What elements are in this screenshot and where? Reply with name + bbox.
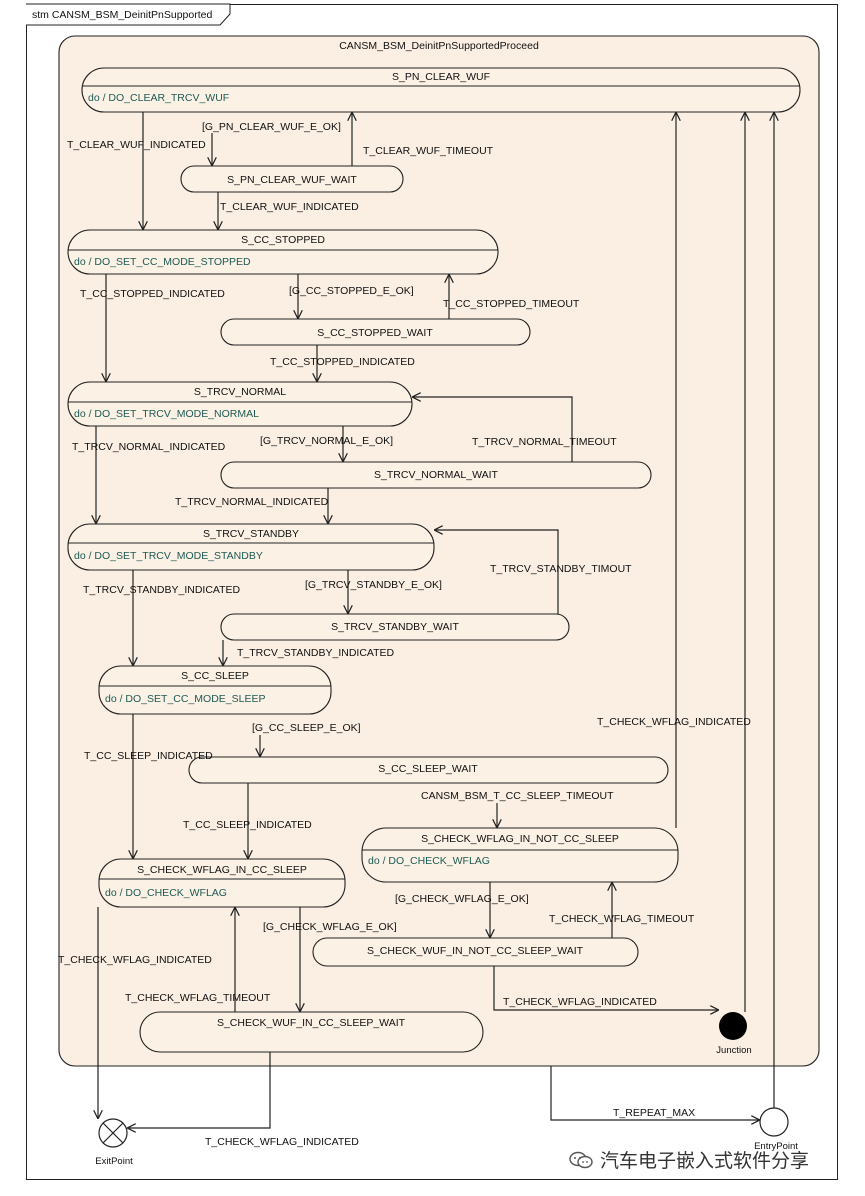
state-name: S_CHECK_WUF_IN_CC_SLEEP_WAIT: [217, 1017, 406, 1029]
state-name: S_CC_STOPPED: [241, 234, 325, 246]
diagram-frame: [26, 4, 838, 1180]
frame-tab: [26, 3, 231, 26]
transition-label: T_CHECK_WFLAG_TIMEOUT: [125, 992, 271, 1004]
state-trcv-standby: S_TRCV_STANDBY do / DO_SET_TRCV_MODE_STA…: [67, 523, 435, 571]
composite-state: [58, 35, 820, 1067]
state-name: S_TRCV_STANDBY_WAIT: [331, 621, 459, 633]
state-name: S_CHECK_WFLAG_IN_CC_SLEEP: [137, 864, 307, 876]
transition-label: T_CHECK_WFLAG_INDICATED: [503, 996, 657, 1008]
transition-label: T_CHECK_WFLAG_INDICATED: [205, 1136, 359, 1148]
state-name: S_CHECK_WFLAG_IN_NOT_CC_SLEEP: [421, 833, 619, 845]
wechat-icon: [569, 1151, 593, 1168]
transition-label: T_TRCV_NORMAL_INDICATED: [175, 496, 329, 508]
transition-label: T_CC_STOPPED_INDICATED: [80, 288, 225, 300]
state-activity: do / DO_SET_CC_MODE_SLEEP: [105, 693, 265, 705]
entry-point-label: EntryPoint: [754, 1141, 798, 1152]
state-cc-stopped: S_CC_STOPPED do / DO_SET_CC_MODE_STOPPED: [67, 229, 499, 275]
transition-label: CANSM_BSM_T_CC_SLEEP_TIMEOUT: [421, 790, 614, 802]
state-pn-clear-wuf: S_PN_CLEAR_WUF do / DO_CLEAR_TRCV_WUF: [81, 67, 801, 113]
state-trcv-standby-wait: S_TRCV_STANDBY_WAIT: [220, 613, 570, 641]
junction-label: Junction: [716, 1045, 751, 1056]
state-name: S_PN_CLEAR_WUF: [392, 71, 490, 83]
watermark: 汽车电子嵌入式软件分享: [568, 1146, 809, 1173]
transition-label: T_CHECK_WFLAG_INDICATED: [58, 954, 212, 966]
state-activity: do / DO_CHECK_WFLAG: [368, 855, 490, 867]
composite-state-name: CANSM_BSM_DeinitPnSupportedProceed: [339, 40, 539, 52]
transition-label: T_TRCV_STANDBY_TIMOUT: [490, 563, 632, 575]
state-check-wflag-in-not-cc-sleep: S_CHECK_WFLAG_IN_NOT_CC_SLEEP do / DO_CH…: [361, 827, 679, 883]
transition-label: T_CHECK_WFLAG_INDICATED: [597, 716, 751, 728]
transition-label: T_CLEAR_WUF_INDICATED: [220, 201, 359, 213]
state-name: S_TRCV_NORMAL_WAIT: [374, 469, 498, 481]
transition-label: T_TRCV_STANDBY_INDICATED: [237, 647, 395, 659]
state-check-wuf-in-not-cc-sleep-wait: S_CHECK_WUF_IN_NOT_CC_SLEEP_WAIT: [312, 937, 639, 967]
transition-label: T_CLEAR_WUF_TIMEOUT: [363, 145, 494, 157]
transition-labels: T_CLEAR_WUF_INDICATED [G_PN_CLEAR_WUF_E_…: [58, 121, 751, 1148]
transition-label: [G_TRCV_STANDBY_E_OK]: [305, 579, 442, 591]
state-cc-stopped-wait: S_CC_STOPPED_WAIT: [220, 318, 531, 346]
transition-label: [G_PN_CLEAR_WUF_E_OK]: [202, 121, 341, 133]
transition-label: T_TRCV_NORMAL_INDICATED: [72, 441, 226, 453]
transition-label: T_CC_SLEEP_INDICATED: [84, 750, 213, 762]
transition-label: T_CC_STOPPED_INDICATED: [270, 356, 415, 368]
state-name: S_CC_SLEEP_WAIT: [378, 763, 478, 775]
state-name: S_CC_STOPPED_WAIT: [317, 327, 433, 339]
state-activity: do / DO_SET_TRCV_MODE_STANDBY: [74, 550, 263, 562]
state-check-wflag-in-cc-sleep: S_CHECK_WFLAG_IN_CC_SLEEP do / DO_CHECK_…: [98, 858, 346, 908]
transition-label: [G_TRCV_NORMAL_E_OK]: [260, 435, 393, 447]
exit-point-label: ExitPoint: [95, 1156, 133, 1167]
transition-label: T_TRCV_NORMAL_TIMEOUT: [472, 436, 617, 448]
junction-node: Junction: [716, 1012, 752, 1056]
transition-label: T_REPEAT_MAX: [613, 1107, 695, 1119]
transition-label: T_CLEAR_WUF_INDICATED: [67, 139, 206, 151]
state-activity: do / DO_CHECK_WFLAG: [105, 887, 227, 899]
state-cc-sleep: S_CC_SLEEP do / DO_SET_CC_MODE_SLEEP: [98, 665, 332, 715]
transition-label: [G_CC_SLEEP_E_OK]: [252, 722, 361, 734]
transition-label: T_CC_STOPPED_TIMEOUT: [443, 298, 580, 310]
state-name: S_TRCV_NORMAL: [194, 386, 286, 398]
state-check-wuf-in-cc-sleep-wait: S_CHECK_WUF_IN_CC_SLEEP_WAIT: [139, 1011, 484, 1053]
state-trcv-normal: S_TRCV_NORMAL do / DO_SET_TRCV_MODE_NORM…: [67, 381, 413, 427]
state-cc-sleep-wait: S_CC_SLEEP_WAIT: [188, 756, 669, 784]
state-name: S_PN_CLEAR_WUF_WAIT: [227, 174, 357, 186]
watermark-text: 汽车电子嵌入式软件分享: [600, 1150, 810, 1172]
transition-label: T_TRCV_STANDBY_INDICATED: [83, 584, 241, 596]
transition-lines: [96, 112, 774, 1128]
state-trcv-normal-wait: S_TRCV_NORMAL_WAIT: [220, 461, 652, 489]
transition-label: [G_CHECK_WFLAG_E_OK]: [395, 893, 529, 905]
state-name: S_CC_SLEEP: [181, 670, 249, 682]
transition-label: [G_CC_STOPPED_E_OK]: [289, 285, 414, 297]
transition-label: T_CHECK_WFLAG_TIMEOUT: [549, 913, 695, 925]
exit-point-node: ExitPoint: [95, 1118, 133, 1167]
state-pn-clear-wuf-wait: S_PN_CLEAR_WUF_WAIT: [180, 165, 404, 193]
frame-title: stm CANSM_BSM_DeinitPnSupported: [32, 9, 212, 21]
state-activity: do / DO_CLEAR_TRCV_WUF: [88, 92, 229, 104]
state-name: S_CHECK_WUF_IN_NOT_CC_SLEEP_WAIT: [367, 945, 584, 957]
state-activity: do / DO_SET_TRCV_MODE_NORMAL: [74, 408, 259, 420]
state-name: S_TRCV_STANDBY: [203, 528, 299, 540]
transition-label: T_CC_SLEEP_INDICATED: [183, 819, 312, 831]
transition-label: [G_CHECK_WFLAG_E_OK]: [263, 921, 397, 933]
state-activity: do / DO_SET_CC_MODE_STOPPED: [74, 256, 251, 268]
